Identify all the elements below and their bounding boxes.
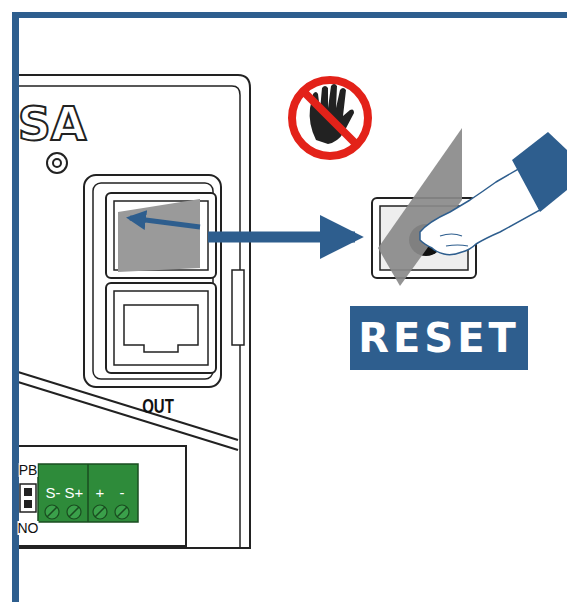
- terminal-block: [38, 464, 138, 522]
- node-text: RESET: [358, 315, 520, 361]
- no-touch-sign: [292, 80, 368, 156]
- output-socket: [106, 283, 216, 373]
- zoom-arrow: [208, 232, 355, 243]
- terminal-area: [18, 446, 186, 546]
- frame-top: [12, 12, 567, 18]
- sleeve: [512, 132, 567, 212]
- port-label: OUT: [142, 396, 174, 416]
- reset-button: [106, 193, 216, 278]
- reset-banner: RESET: [350, 306, 528, 370]
- pointing-hand: [420, 168, 540, 255]
- led-indicator: [47, 153, 67, 173]
- cover-flap: [378, 128, 462, 286]
- housing: [18, 75, 250, 548]
- button-recess: [84, 175, 221, 387]
- side-notch: [232, 270, 244, 345]
- terminal-label: S+: [65, 485, 84, 500]
- switch-label: PB: [19, 463, 38, 477]
- dip-switch: [20, 484, 36, 512]
- brand-logo: SA: [18, 101, 87, 147]
- terminal-label: S-: [46, 485, 61, 500]
- switch-label: NO: [18, 521, 39, 535]
- terminal-label: -: [120, 485, 125, 500]
- terminal-label: +: [96, 485, 105, 500]
